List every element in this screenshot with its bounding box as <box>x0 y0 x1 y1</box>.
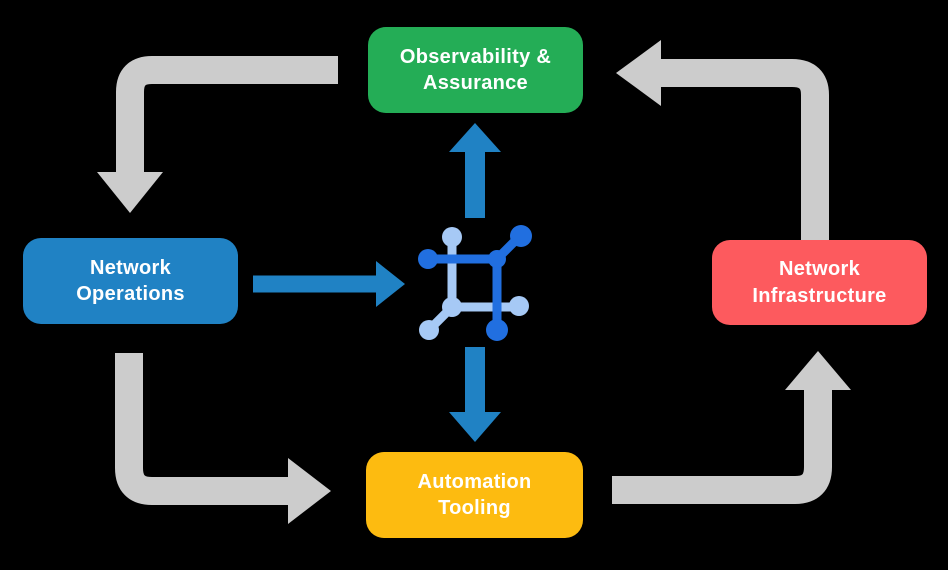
node-operations-label: Network Operations <box>76 256 185 305</box>
arrow-operations-to-center <box>253 261 405 307</box>
node-infrastructure-label: Network Infrastructure <box>752 258 887 307</box>
arrow-infrastructure-to-observability <box>616 40 829 240</box>
network-automation-icon <box>418 225 532 341</box>
node-observability-label: Observability & Assurance <box>399 45 552 94</box>
node-network-infrastructure: Network Infrastructure <box>712 240 927 325</box>
arrow-observability-to-operations <box>97 56 338 213</box>
arrow-automation-to-infrastructure <box>612 351 851 504</box>
node-network-operations: Network Operations <box>23 238 238 324</box>
arrow-center-to-automation <box>449 347 501 442</box>
arrow-operations-to-automation <box>115 353 331 524</box>
node-observability-assurance: Observability & Assurance <box>368 27 583 113</box>
node-automation-tooling: Automation Tooling <box>366 452 583 538</box>
arrow-center-to-observability <box>449 123 501 218</box>
node-automation-label: Automation Tooling <box>417 470 532 519</box>
